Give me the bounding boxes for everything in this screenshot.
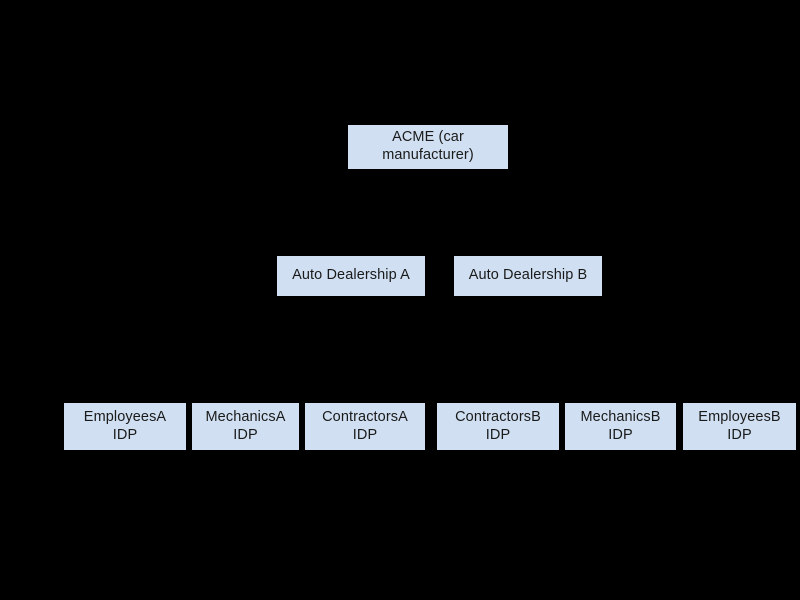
- node-dealership-a[interactable]: Auto Dealership A: [277, 256, 425, 296]
- node-contractors-a-idp[interactable]: ContractorsA IDP: [305, 403, 425, 450]
- node-employees-b-idp[interactable]: EmployeesB IDP: [683, 403, 796, 450]
- node-mechanics-b-idp[interactable]: MechanicsB IDP: [565, 403, 676, 450]
- connector-dealership-b-to-mechanics-b-idp: [527, 296, 621, 403]
- node-employees-a-idp[interactable]: EmployeesA IDP: [64, 403, 186, 450]
- connector-dealership-a-to-mechanics-a-idp: [245, 296, 352, 403]
- node-mechanics-a-idp[interactable]: MechanicsA IDP: [192, 403, 299, 450]
- node-dealership-b[interactable]: Auto Dealership B: [454, 256, 602, 296]
- connector-acme-to-dealership-b: [427, 169, 529, 256]
- node-contractors-b-idp[interactable]: ContractorsB IDP: [437, 403, 559, 450]
- connector-dealership-a-to-employees-a-idp: [124, 296, 352, 403]
- connector-acme-to-dealership-a: [350, 169, 429, 256]
- connector-dealership-b-to-employees-b-idp: [527, 296, 740, 403]
- connector-dealership-a-to-contractors-a-idp: [350, 296, 366, 403]
- node-acme[interactable]: ACME (car manufacturer): [348, 125, 508, 169]
- connector-dealership-b-to-contractors-b-idp: [497, 296, 529, 403]
